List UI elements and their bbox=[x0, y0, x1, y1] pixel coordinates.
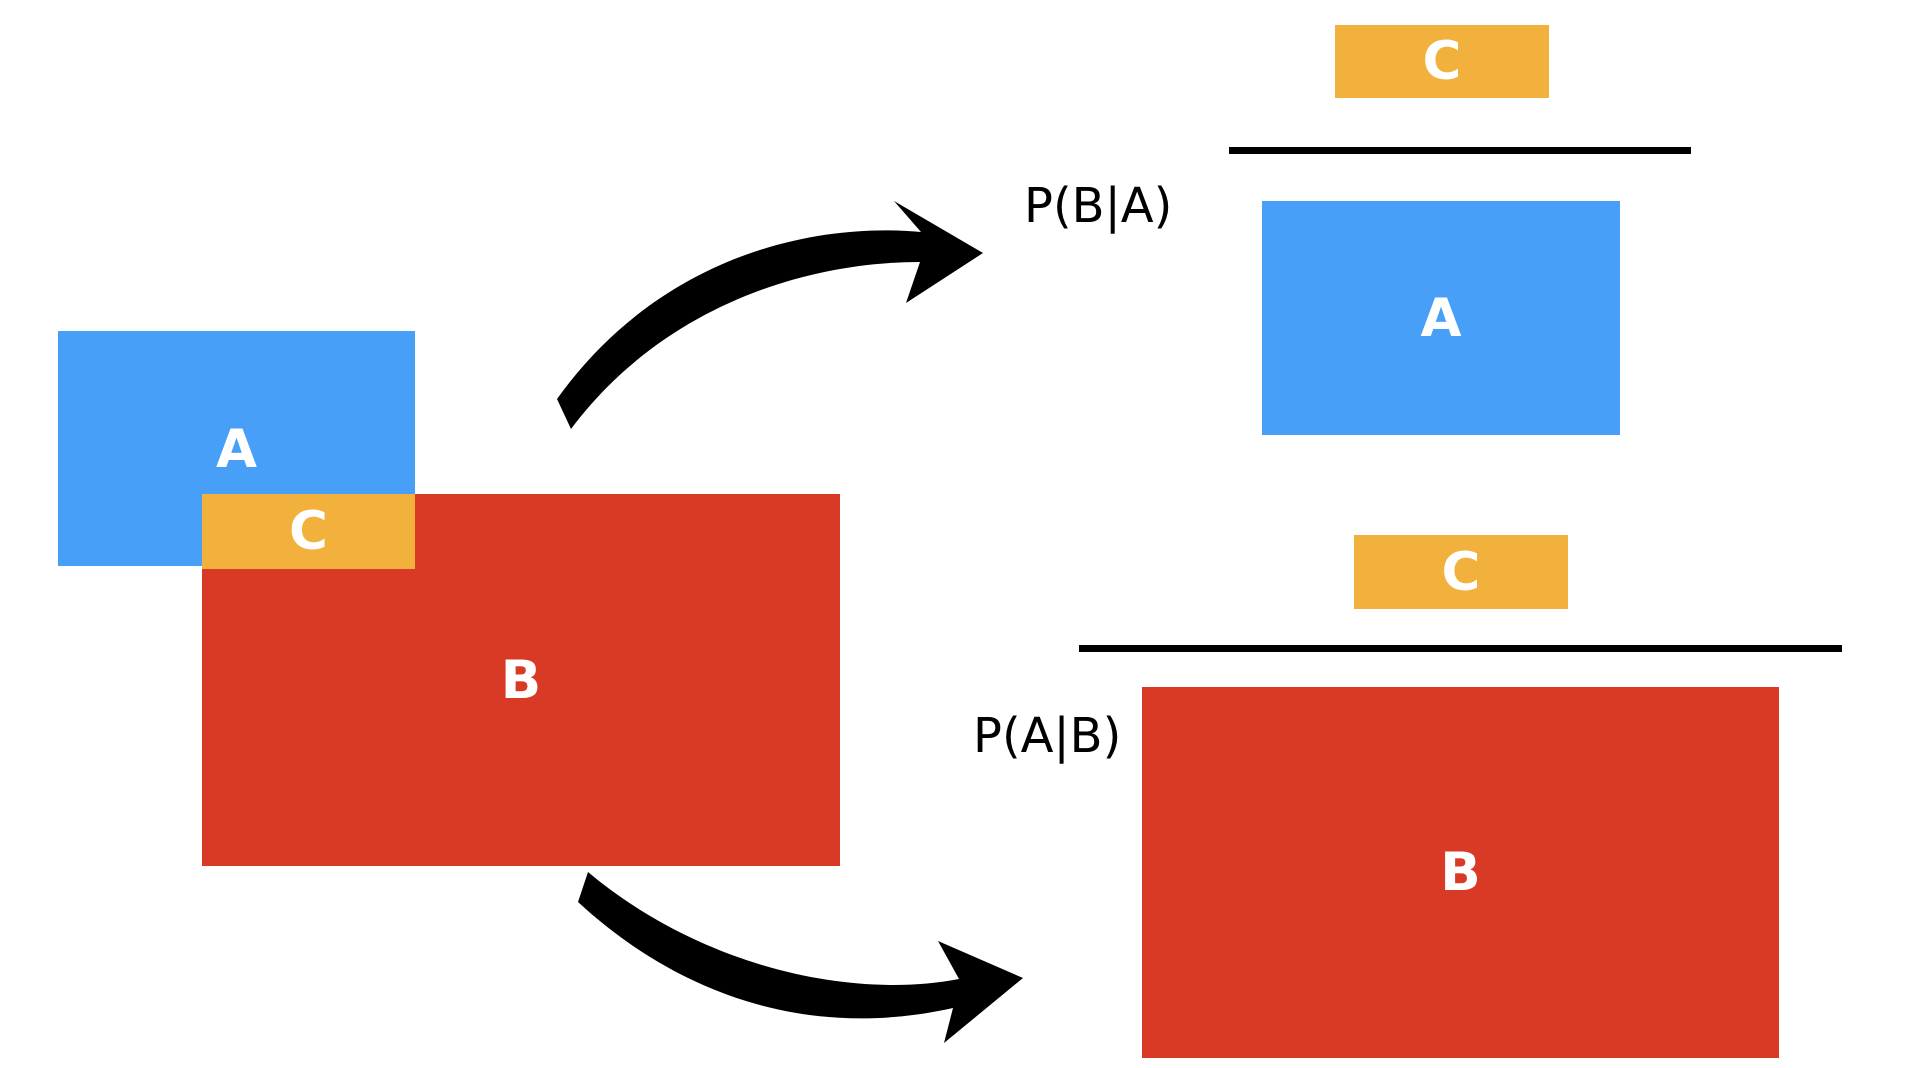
top-numerator-c-box: C bbox=[1335, 25, 1549, 98]
set-b-label: B bbox=[500, 649, 542, 711]
bottom-numerator-c-box: C bbox=[1354, 535, 1568, 609]
top-numerator-c-label: C bbox=[1422, 31, 1462, 92]
intersection-c-label: C bbox=[289, 501, 328, 562]
set-a-label: A bbox=[215, 419, 258, 480]
bottom-denominator-b-label: B bbox=[1440, 842, 1481, 903]
bottom-numerator-c-label: C bbox=[1441, 541, 1481, 603]
arrow-to-bottom-fraction bbox=[578, 872, 1023, 1043]
top-fraction-bar bbox=[1229, 147, 1691, 154]
arrow-to-top-fraction bbox=[557, 201, 983, 429]
top-denominator-a-label: A bbox=[1420, 287, 1462, 349]
bottom-probability-label: P(A|B) bbox=[973, 708, 1122, 764]
intersection-c-box: C bbox=[202, 494, 415, 569]
top-denominator-a-box: A bbox=[1262, 201, 1620, 435]
top-probability-label: P(B|A) bbox=[1024, 178, 1173, 234]
bottom-denominator-b-box: B bbox=[1142, 687, 1779, 1058]
bottom-fraction-bar bbox=[1079, 645, 1842, 652]
